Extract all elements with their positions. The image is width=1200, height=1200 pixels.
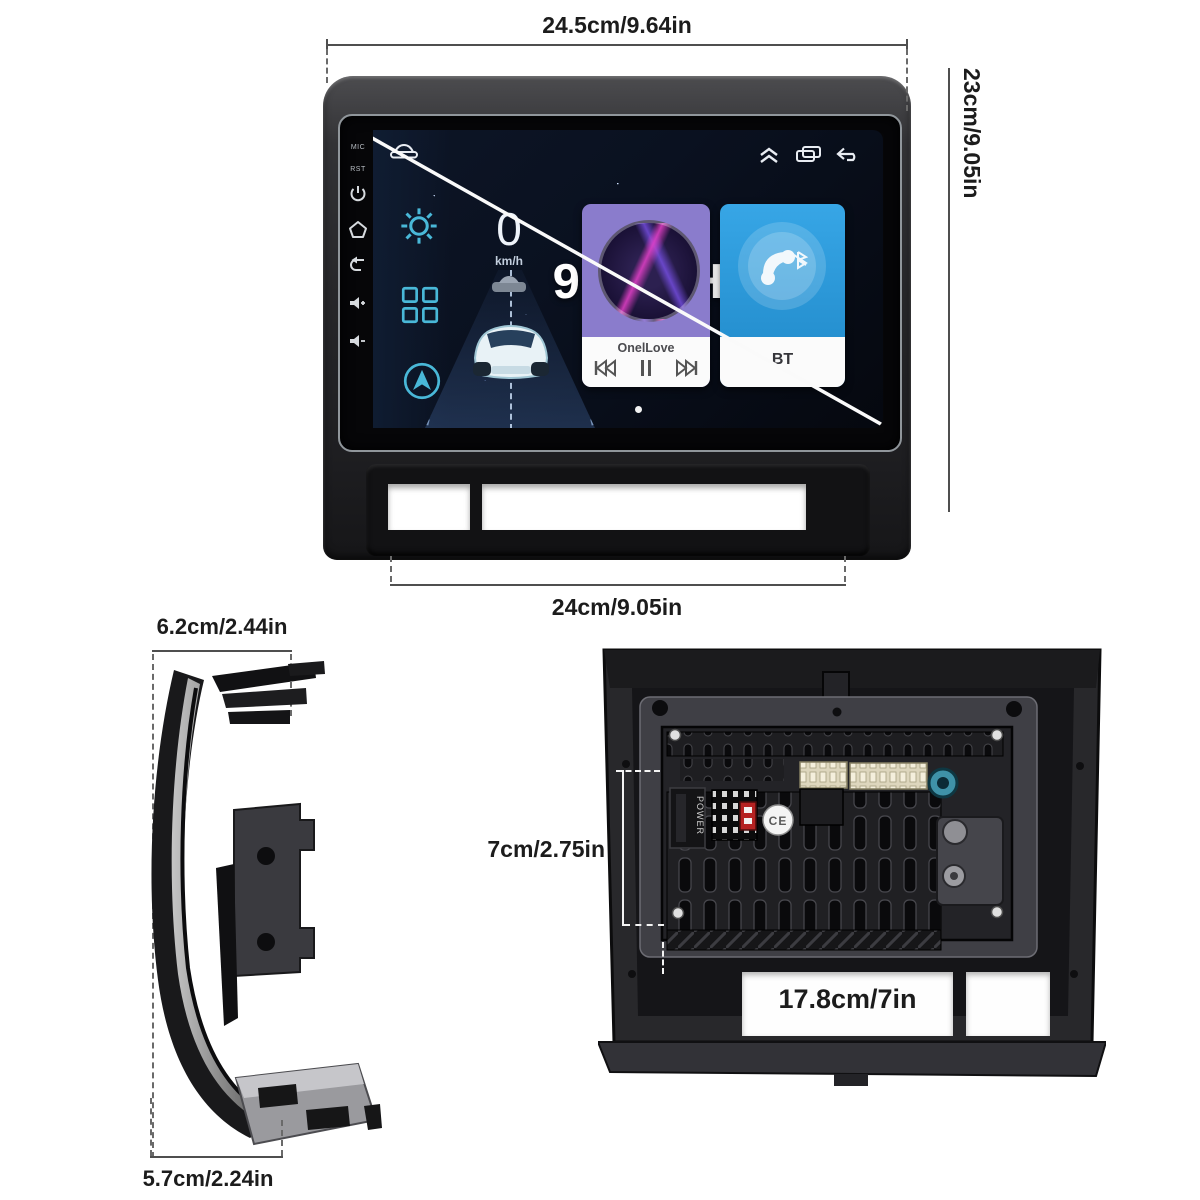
settings-gear-icon: [401, 208, 437, 244]
rst-label: RST: [350, 166, 366, 173]
rear-drop-dash-left: [662, 942, 664, 974]
chevron-up-icon: [760, 147, 778, 163]
rear-dim-bottom-dash: [624, 924, 664, 926]
album-art: [598, 220, 700, 322]
recent-apps-icon: [796, 146, 821, 162]
car-ahead-icon: [492, 276, 526, 292]
return-icon: [836, 147, 856, 162]
dim-height: 23cm/9.05in: [959, 68, 985, 199]
rear-opening-right: [966, 972, 1050, 1036]
home-icon: [344, 220, 372, 240]
ce-mark: CE: [769, 814, 788, 828]
bt-circle: [738, 222, 826, 310]
dim-side-top: 6.2cm/2.44in: [156, 614, 288, 639]
music-card-band: OnelLove: [582, 337, 710, 387]
rear-dim-top-dash: [616, 770, 660, 772]
front-opening-small: [388, 484, 470, 530]
phone-bluetooth-icon: [761, 250, 808, 285]
touch-screen: 0 km/h 9 INCH: [373, 130, 883, 428]
rear-opening-left: 17.8cm/7in: [742, 972, 953, 1036]
power-label: POWER: [695, 796, 705, 835]
mic-label: MIC: [350, 144, 366, 151]
bluetooth-card: BT: [720, 204, 845, 387]
back-icon: [344, 256, 372, 274]
dim-rear-height: 7cm/2.75in: [487, 836, 605, 862]
diagonal-measure-line: [373, 136, 883, 428]
dim-bottom-width: 24cm/9.05in: [551, 594, 683, 620]
navigation-icon: [403, 362, 441, 400]
front-opening-large: [482, 484, 806, 530]
driver-car-icon: [473, 325, 549, 379]
dim-rear-width: 17.8cm/7in: [778, 984, 917, 1014]
music-title: OnelLove: [617, 341, 675, 355]
pause-icon: [641, 360, 651, 376]
speed-unit: km/h: [494, 254, 523, 268]
volume-down-icon: [344, 332, 372, 350]
side-profile-drawing: [151, 661, 382, 1146]
volume-up-icon: [344, 294, 372, 312]
rear-drawing: POWER CE: [598, 648, 1106, 1086]
dim-side-bottom: 5.7cm/2.24in: [142, 1166, 274, 1191]
dim-height-line: [948, 68, 950, 512]
music-card: OnelLove: [582, 204, 710, 387]
previous-track-icon: [594, 359, 616, 377]
media-controls: [582, 359, 710, 377]
dim-bottom-line: [390, 584, 846, 586]
dim-top-line: [326, 44, 908, 46]
bezel-button-strip: MIC RST: [344, 122, 372, 438]
dim-top-width: 24.5cm/9.64in: [542, 12, 692, 38]
apps-grid-icon: [401, 286, 439, 324]
rear-dim-vline: [622, 770, 624, 926]
power-icon: [344, 184, 372, 204]
next-track-icon: [676, 359, 698, 377]
page-indicator-dot: [635, 406, 642, 413]
